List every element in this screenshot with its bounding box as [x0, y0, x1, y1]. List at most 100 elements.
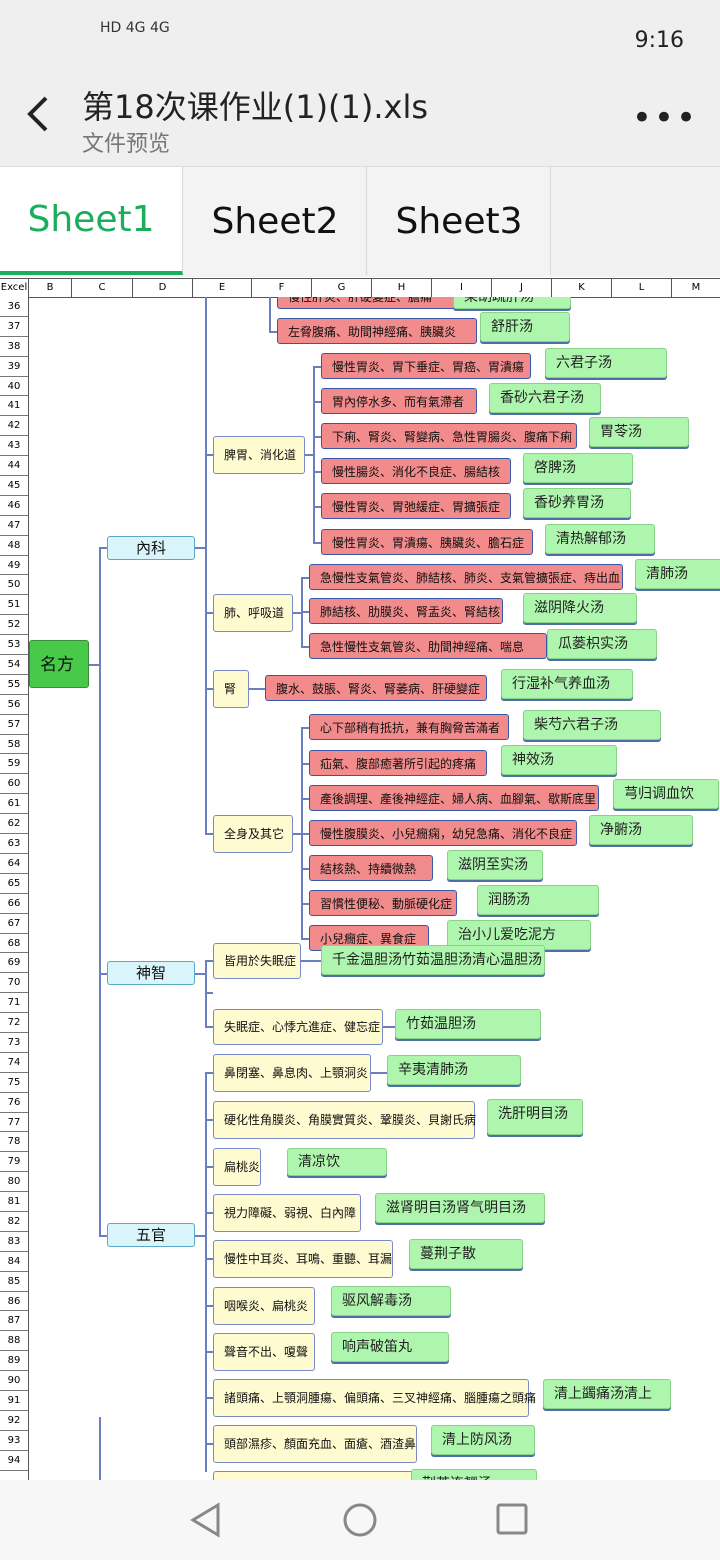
row-number: 59 [0, 754, 28, 775]
senses-label-3: 扁桃炎 [213, 1148, 261, 1186]
lung-red-3: 急性慢性支氣管炎、肋間神經痛、喘息 [309, 633, 547, 659]
senses-label-9: 頭部濕疹、顏面充血、面瘡、酒渣鼻 [213, 1425, 417, 1463]
senses-label-7: 聲音不出、嗄聲 [213, 1333, 315, 1371]
more-icon[interactable]: ••• [631, 98, 698, 138]
row-number: 86 [0, 1292, 28, 1312]
row-number: 89 [0, 1351, 28, 1372]
row-number: 90 [0, 1371, 28, 1391]
nav-back-icon[interactable] [190, 1502, 222, 1538]
nav-home-icon[interactable] [342, 1502, 378, 1538]
row-number: 57 [0, 715, 28, 735]
row-number: 36 [0, 297, 28, 317]
spleen-green-3: 胃苓汤 [589, 417, 689, 447]
spleen-green-6: 清热解郁汤 [545, 524, 655, 554]
row-number: 63 [0, 834, 28, 854]
row-number: 66 [0, 894, 28, 914]
lung-green-1: 清肺汤 [635, 559, 720, 589]
column-header: L [612, 279, 672, 297]
whole-red-6: 習慣性便秘、動脈硬化症 [309, 890, 457, 916]
row-number: 92 [0, 1411, 28, 1431]
spleen-green-4: 啓脾汤 [523, 453, 633, 483]
top-green: 舒肝汤 [480, 312, 570, 342]
app-header: 第18次课作业(1)(1).xls 文件预览 ••• [0, 60, 720, 166]
tab-sheet2[interactable]: Sheet2 [184, 167, 367, 275]
mind-label-1: 皆用於失眠症 [213, 943, 301, 979]
row-number: 60 [0, 774, 28, 795]
nav-recent-icon[interactable] [496, 1503, 528, 1535]
row-number: 87 [0, 1311, 28, 1332]
row-number: 56 [0, 695, 28, 715]
row-number: 73 [0, 1033, 28, 1053]
senses-label-1: 鼻閉塞、鼻息肉、上顎洞炎 [213, 1054, 371, 1092]
row-number: 49 [0, 556, 28, 576]
back-icon[interactable] [24, 94, 52, 134]
row-number: 83 [0, 1232, 28, 1252]
column-header: E [193, 279, 252, 297]
row-number: 78 [0, 1132, 28, 1153]
row-number: 45 [0, 476, 28, 496]
whole-red-1: 心下部稍有抵抗，兼有胸脅苦滿者 [309, 714, 509, 740]
row-number: 65 [0, 874, 28, 894]
senses-label-4: 視力障礙、弱視、白內障 [213, 1194, 361, 1232]
row-number: 75 [0, 1073, 28, 1093]
sub-lung: 肺、呼吸道 [213, 594, 293, 632]
column-header: K [552, 279, 612, 297]
column-header: F [252, 279, 312, 297]
sub-spleen: 脾胃、消化道 [213, 436, 305, 474]
category-neike: 內科 [107, 536, 195, 560]
network-status: HD 4G 4G [100, 20, 170, 36]
spleen-red-4: 慢性腸炎、消化不良症、腸結核 [321, 458, 511, 484]
row-number: 69 [0, 953, 28, 974]
row-number: 79 [0, 1152, 28, 1173]
lung-green-3: 瓜蒌枳实汤 [547, 629, 657, 659]
row-number: 64 [0, 854, 28, 874]
row-number: 53 [0, 635, 28, 656]
whole-red-4: 慢性腹膜炎、小兒癇痫，幼兒急痛、消化不良症 [309, 820, 577, 846]
senses-green-10: 荆芥连翘汤 [411, 1469, 537, 1480]
kidney-red: 腹水、鼓脹、腎炎、腎萎病、肝硬變症 [265, 675, 487, 701]
mind-label-2: 失眠症、心悸亢進症、健忘症 [213, 1009, 383, 1045]
row-number: 71 [0, 993, 28, 1014]
row-number: 52 [0, 615, 28, 636]
status-time: 9:16 [634, 28, 684, 53]
row-number: 70 [0, 973, 28, 994]
row-number: 84 [0, 1252, 28, 1272]
tab-sheet1[interactable]: Sheet1 [0, 167, 183, 275]
row-number: 88 [0, 1331, 28, 1352]
spleen-red-2: 胃內停水多、而有氣滯者 [321, 388, 477, 414]
column-header: M [691, 282, 701, 293]
whole-red-2: 疝氣、腹部癒著所引起的疼痛 [309, 750, 487, 776]
spleen-red-1: 慢性胃炎、胃下垂症、胃癌、胃潰瘍 [321, 353, 531, 379]
senses-label-8: 諸頭痛、上顎洞腫瘍、偏頭痛、三叉神經痛、腦腫瘍之頭痛 [213, 1379, 536, 1417]
row-number: 39 [0, 357, 28, 377]
whole-green-1: 柴芍六君子汤 [523, 710, 661, 740]
top-clipped-green: 柴胡疏肝汤 [453, 297, 571, 309]
spleen-red-3: 下痢、腎炎、腎變病、急性胃腸炎、腹痛下痢 [321, 423, 577, 449]
row-number: 37 [0, 317, 28, 337]
row-number: 77 [0, 1113, 28, 1133]
spleen-red-6: 慢性胃炎、胃潰瘍、胰臟炎、膽石症 [321, 529, 533, 555]
senses-green-5: 蔓荆子散 [409, 1239, 523, 1269]
row-number: 80 [0, 1172, 28, 1193]
sub-whole: 全身及其它 [213, 815, 293, 853]
whole-green-6: 润肠汤 [477, 885, 599, 915]
row-number: 41 [0, 396, 28, 417]
mind-green-1: 千金温胆汤竹茹温胆汤清心温胆汤 [321, 945, 545, 975]
row-number: 58 [0, 735, 28, 755]
tab-sheet3[interactable]: Sheet3 [368, 167, 551, 275]
column-header: D [133, 279, 193, 297]
spleen-green-1: 六君子汤 [545, 348, 667, 378]
spreadsheet-canvas: 名方 內科 神智 五官 慢性肝炎、肝硬變症、膽痛 柴胡疏肝汤 左脅腹痛、助間神經… [29, 297, 720, 1480]
row-number: 51 [0, 595, 28, 616]
category-shenzhi: 神智 [107, 961, 195, 985]
senses-green-9: 清上防风汤 [431, 1425, 535, 1455]
column-header: Excel [0, 279, 29, 297]
senses-green-7: 响声破笛丸 [331, 1332, 449, 1362]
row-number: 94 [0, 1451, 28, 1471]
column-header: B [29, 279, 72, 297]
row-number: 40 [0, 377, 28, 397]
lung-red-1: 急慢性支氣管炎、肺結核、肺炎、支氣管擴張症、痔出血 [309, 564, 623, 590]
row-number: 68 [0, 934, 28, 954]
column-header: C [72, 279, 133, 297]
